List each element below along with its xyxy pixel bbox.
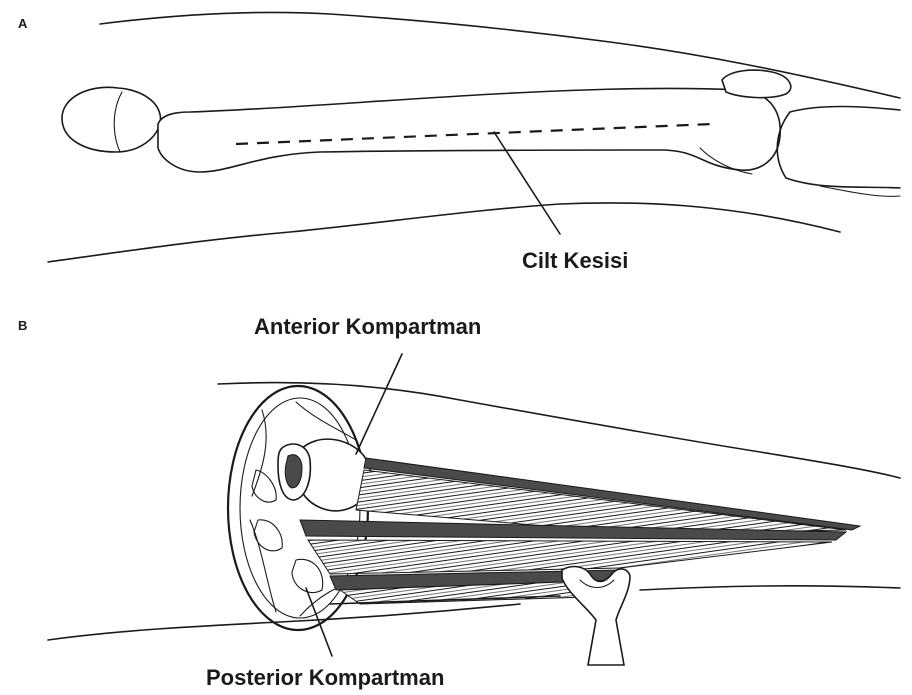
femoral-shaft — [158, 88, 780, 172]
panel-a: A Cilt Kesisi — [18, 12, 900, 273]
tibia-outline — [790, 107, 900, 113]
compartment-septum-1 — [252, 410, 266, 496]
posterior-compartment-label: Posterior Kompartman — [206, 665, 444, 690]
leg-lower-contour-right — [640, 586, 900, 590]
anterior-compartment-label: Anterior Kompartman — [254, 314, 481, 339]
panel-a-letter: A — [18, 16, 28, 31]
inner-compartment-3 — [292, 559, 323, 592]
bone-marrow — [285, 455, 302, 488]
incision-label: Cilt Kesisi — [522, 248, 628, 273]
patella — [722, 70, 791, 98]
tibia-lower-outline — [777, 112, 900, 188]
femoral-head — [62, 87, 161, 152]
anterior-leader-line — [356, 354, 402, 454]
leg-lower-contour — [48, 604, 520, 640]
panel-b-letter: B — [18, 318, 27, 333]
retractor-tool — [562, 567, 630, 665]
panel-b: B Anterior — [18, 314, 900, 690]
inner-compartment-2 — [254, 520, 282, 551]
thigh-lower-contour — [48, 203, 840, 262]
